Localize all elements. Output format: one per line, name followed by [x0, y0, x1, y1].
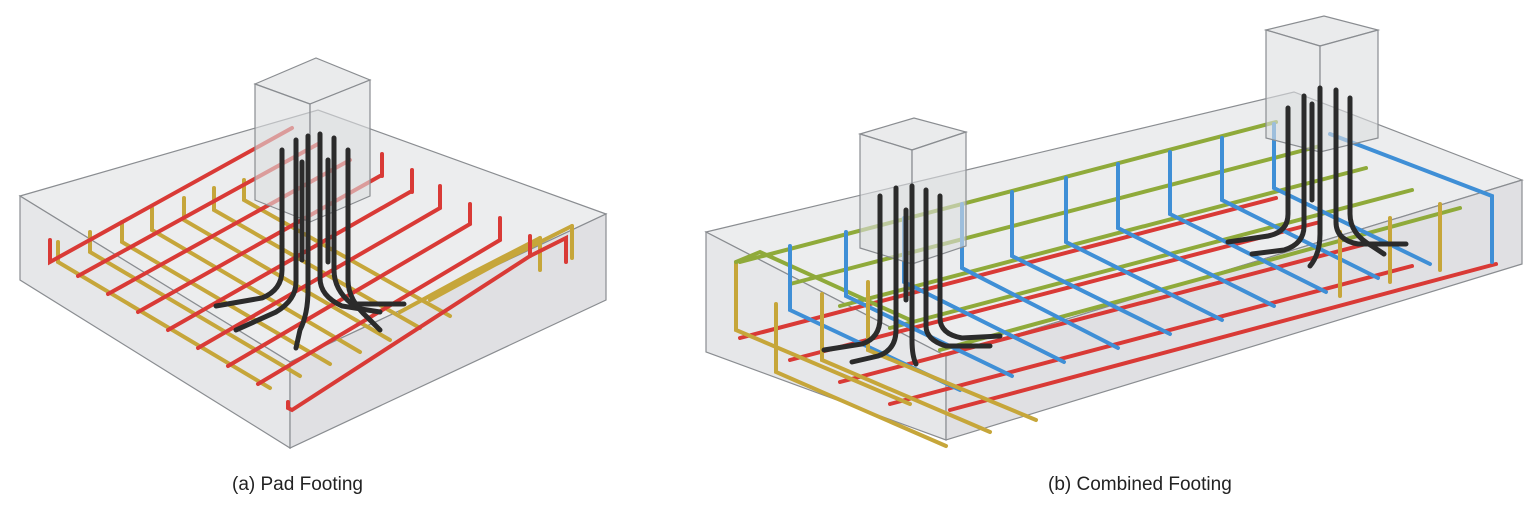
pad-footing-caption: (a) Pad Footing — [232, 474, 363, 495]
combined-starter-bars-right — [1225, 85, 1409, 269]
combined-transverse-loops — [734, 122, 1494, 448]
combined-footing-caption: (b) Combined Footing — [1048, 474, 1232, 495]
pad-footing-diagram — [18, 57, 608, 450]
combined-footing-diagram — [704, 15, 1524, 448]
pad-starter-bars — [213, 131, 407, 351]
combined-starter-bars-left — [821, 183, 1003, 367]
pad-column — [253, 57, 372, 223]
